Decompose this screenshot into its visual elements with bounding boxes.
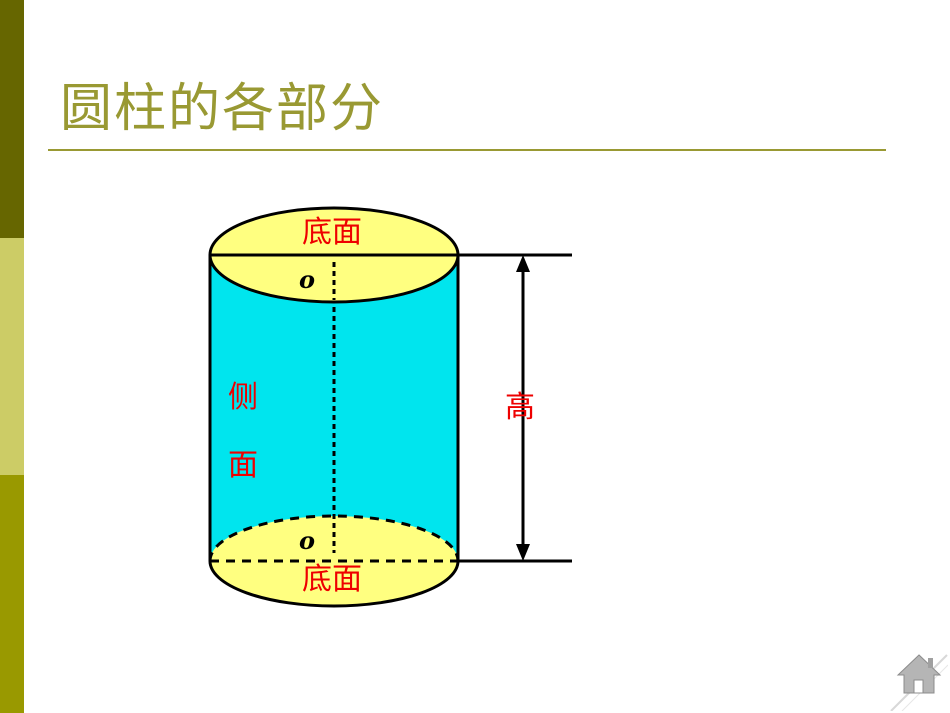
height-label: 高 — [505, 390, 535, 425]
sidebar-segment-middle — [0, 238, 24, 475]
top-base-label: 底面 — [302, 215, 362, 250]
bottom-base-front-edge — [208, 560, 460, 608]
sidebar-segment-bottom — [0, 475, 24, 713]
bottom-base-label: 底面 — [302, 562, 362, 597]
lateral-face-label-2: 面 — [228, 448, 258, 483]
title-divider — [48, 149, 886, 151]
sidebar-decoration — [0, 0, 24, 713]
sidebar-segment-top — [0, 0, 24, 238]
top-center-label: o — [299, 265, 315, 294]
bottom-center-label: o — [299, 526, 315, 555]
lateral-face-label-1: 侧 — [228, 380, 258, 415]
slide-title: 圆柱的各部分 — [60, 79, 385, 139]
bottom-base — [210, 516, 458, 606]
home-icon — [890, 645, 949, 712]
height-arrow-head-top — [516, 255, 530, 272]
home-button[interactable] — [890, 645, 949, 712]
height-arrow-head-bottom — [516, 544, 530, 561]
